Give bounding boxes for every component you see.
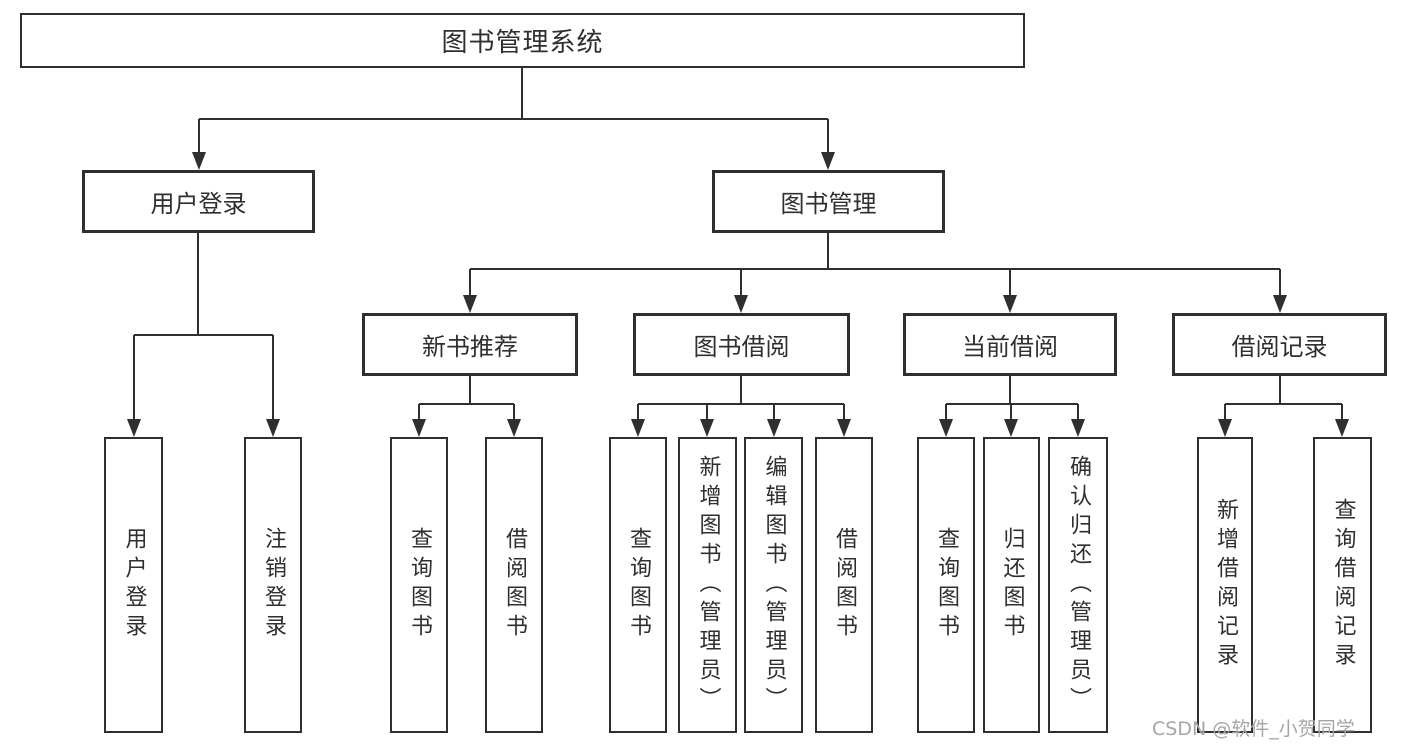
node-borrow-books-recommend-label: 借阅图书 xyxy=(502,527,527,643)
node-query-books-current: 查询图书 xyxy=(917,437,975,733)
node-library-system: 图书管理系统 xyxy=(20,13,1025,68)
node-edit-books-admin: 编辑图书（管理员） xyxy=(744,437,803,733)
node-return-books-label: 归还图书 xyxy=(999,527,1025,643)
node-add-books-admin-label: 新增图书（管理员） xyxy=(695,454,721,716)
node-query-books-recommend-label: 查询图书 xyxy=(407,527,432,643)
node-borrow-records: 借阅记录 xyxy=(1172,313,1387,376)
node-borrow-books-borrow-label: 借阅图书 xyxy=(832,527,857,643)
arrowheads xyxy=(127,152,1349,437)
node-user-login-label: 用户登录 xyxy=(150,190,247,218)
node-book-borrow: 图书借阅 xyxy=(633,313,850,376)
node-add-borrow-record-label: 新增借阅记录 xyxy=(1213,498,1238,672)
node-query-books-borrow: 查询图书 xyxy=(609,437,667,733)
node-return-books: 归还图书 xyxy=(983,437,1040,733)
node-query-borrow-record: 查询借阅记录 xyxy=(1313,437,1372,733)
node-library-system-label: 图书管理系统 xyxy=(441,28,604,58)
node-user-login-action-label: 用户登录 xyxy=(121,527,147,643)
node-book-borrow-label: 图书借阅 xyxy=(693,333,790,361)
watermark: CSDN @软件_小贺同学 xyxy=(1152,718,1355,740)
node-query-borrow-record-label: 查询借阅记录 xyxy=(1330,498,1356,672)
node-edit-books-admin-label: 编辑图书（管理员） xyxy=(761,454,787,716)
node-borrow-books-borrow: 借阅图书 xyxy=(815,437,873,733)
node-confirm-return-admin-label: 确认归还（管理员） xyxy=(1066,454,1091,716)
node-current-borrow-label: 当前借阅 xyxy=(962,333,1058,361)
node-user-login: 用户登录 xyxy=(82,170,315,233)
node-logout-action: 注销登录 xyxy=(244,437,302,733)
node-add-borrow-record: 新增借阅记录 xyxy=(1197,437,1253,733)
node-book-management-label: 图书管理 xyxy=(780,190,877,218)
node-new-book-recommend: 新书推荐 xyxy=(362,313,578,376)
node-confirm-return-admin: 确认归还（管理员） xyxy=(1048,437,1108,733)
node-borrow-books-recommend: 借阅图书 xyxy=(485,437,543,733)
node-query-books-recommend: 查询图书 xyxy=(390,437,448,733)
node-add-books-admin: 新增图书（管理员） xyxy=(678,437,737,733)
node-current-borrow: 当前借阅 xyxy=(903,313,1117,376)
node-logout-action-label: 注销登录 xyxy=(261,527,286,643)
node-query-books-current-label: 查询图书 xyxy=(934,527,959,643)
node-borrow-records-label: 借阅记录 xyxy=(1231,333,1328,361)
node-user-login-action: 用户登录 xyxy=(104,437,163,733)
node-query-books-borrow-label: 查询图书 xyxy=(626,527,651,643)
node-new-book-recommend-label: 新书推荐 xyxy=(422,333,518,361)
node-book-management: 图书管理 xyxy=(712,170,945,233)
